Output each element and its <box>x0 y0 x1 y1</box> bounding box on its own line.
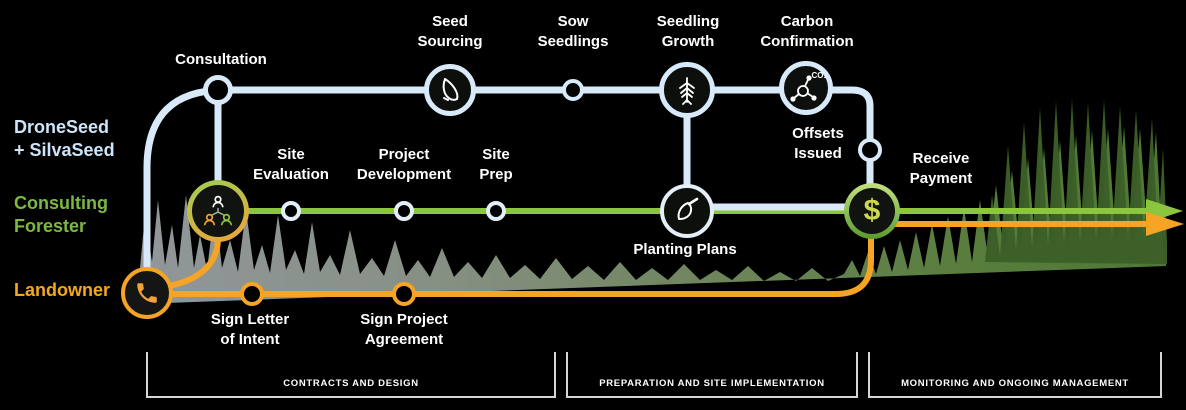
sign-letter-node <box>240 282 264 306</box>
forester-team-node <box>187 180 249 242</box>
offsets-issued-node <box>858 138 882 162</box>
lane-landowner-line1: Landowner <box>14 280 111 300</box>
lane-forester-line2: Forester <box>14 216 87 236</box>
landowner-line <box>147 236 874 297</box>
label-sign-letter-of-intent: Sign Letter of Intent <box>210 311 290 348</box>
phone-icon <box>137 283 157 303</box>
co2-molecule-icon <box>790 75 817 102</box>
payment-arrowhead <box>1146 212 1184 236</box>
seed-sourcing-node <box>424 64 476 116</box>
phase3-label: MONITORING AND ONGOING MANAGEMENT <box>901 378 1129 389</box>
lane-droneseed-line1: DroneSeed <box>14 117 110 137</box>
label-offsets-issued: Offsets Issued <box>792 125 844 162</box>
payment-node: $ <box>844 183 900 239</box>
seedling-icon <box>679 77 695 105</box>
phase2-label: PREPARATION AND SITE IMPLEMENTATION <box>599 378 825 389</box>
site-prep-node <box>486 201 506 221</box>
carbon-confirmation-node: CO₂ <box>779 61 833 115</box>
treeline-silhouette <box>140 126 1166 304</box>
label-seedling-growth: Seedling Growth <box>656 13 720 50</box>
label-site-prep: Site Prep <box>479 146 513 183</box>
planting-plans-node <box>660 184 714 238</box>
co2-text: CO₂ <box>811 71 827 80</box>
team-icon <box>203 195 233 226</box>
sow-seedlings-node <box>562 79 584 101</box>
label-project-development: Project Development <box>356 146 452 183</box>
label-receive-payment: Receive Payment <box>909 150 973 187</box>
label-consultation: Consultation <box>175 51 267 68</box>
label-site-evaluation: Site Evaluation <box>253 146 329 183</box>
label-sow-seedlings: Sow Seedlings <box>537 13 609 50</box>
seed-icon <box>442 78 459 101</box>
phase-bracket-1: CONTRACTS AND DESIGN <box>146 352 556 398</box>
label-carbon-confirmation: Carbon Confirmation <box>760 13 854 50</box>
trowel-icon <box>677 197 699 220</box>
droneseed-main-path <box>143 86 874 293</box>
lane-label-landowner: Landowner <box>14 279 110 302</box>
label-seed-sourcing: Seed Sourcing <box>417 13 483 50</box>
lane-forester-line1: Consulting <box>14 193 108 213</box>
lane-label-droneseed: DroneSeed + SilvaSeed <box>14 116 115 162</box>
phase-bracket-3: MONITORING AND ONGOING MANAGEMENT <box>868 352 1162 398</box>
phase1-label: CONTRACTS AND DESIGN <box>283 378 419 389</box>
dollar-icon: $ <box>863 194 881 227</box>
label-sign-project-agreement: Sign Project Agreement <box>360 311 448 348</box>
sign-agreement-node <box>392 282 416 306</box>
label-planting-plans: Planting Plans <box>633 241 737 258</box>
project-development-node <box>394 201 414 221</box>
landowner-phone-node <box>121 267 173 319</box>
lane-label-consulting-forester: Consulting Forester <box>14 192 108 238</box>
site-evaluation-node <box>281 201 301 221</box>
phase-bracket-2: PREPARATION AND SITE IMPLEMENTATION <box>566 352 858 398</box>
consultation-node <box>203 75 233 105</box>
lane-droneseed-line2: + SilvaSeed <box>14 140 115 160</box>
seedling-growth-node <box>659 62 715 118</box>
